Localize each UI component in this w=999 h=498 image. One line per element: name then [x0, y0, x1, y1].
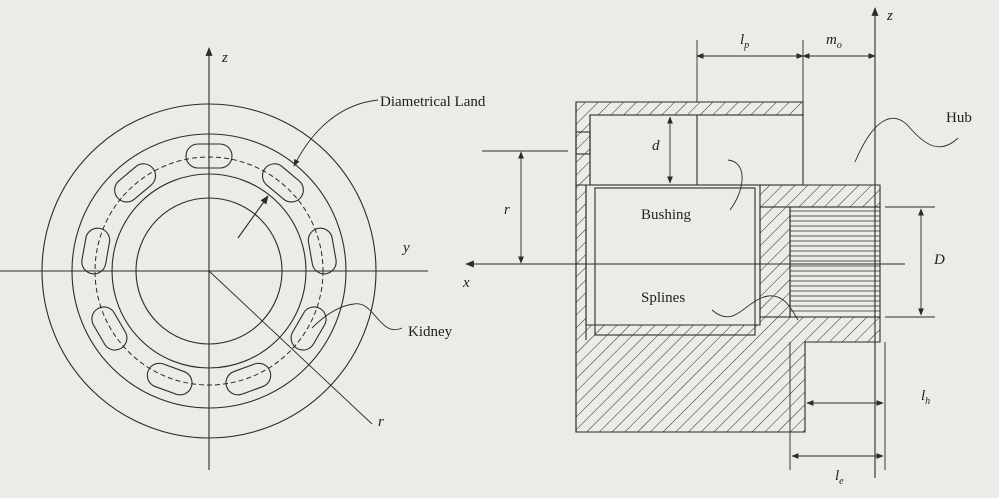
cylinder-block-section	[575, 101, 881, 433]
z-label-left: z	[221, 50, 228, 66]
dim-r-label: r	[504, 202, 510, 218]
splines-label: Splines	[641, 290, 685, 306]
bore-cavity	[594, 187, 756, 336]
kidney-port	[114, 163, 157, 203]
kidney-port	[307, 227, 337, 275]
inner-bore	[135, 197, 283, 345]
kidney-label: Kidney	[408, 324, 453, 340]
dim-lp-label: lp	[740, 32, 749, 51]
hub-label: Hub	[946, 110, 972, 126]
dim-D-label: D	[933, 252, 945, 268]
dim-d-label: d	[652, 138, 660, 154]
section-view: lp mo z Hub d r Bushing x Splines D lh l…	[462, 7, 972, 487]
bushing-leader	[727, 159, 743, 211]
r-label-left: r	[378, 414, 384, 430]
dim-lh-label: lh	[921, 388, 930, 407]
kidney-ports	[81, 143, 337, 396]
kidney-port	[146, 362, 193, 396]
bushing-label: Bushing	[641, 207, 692, 223]
kidney-port	[225, 362, 272, 396]
ring-2	[71, 133, 347, 409]
r-leader	[208, 270, 373, 425]
diametrical-land-label: Diametrical Land	[380, 94, 486, 110]
kidney-port	[81, 227, 111, 275]
land-leader	[293, 99, 379, 167]
dim-le-label: le	[835, 468, 844, 487]
kidney-port	[290, 306, 327, 351]
outer-ring	[41, 103, 377, 439]
x-label: x	[462, 275, 470, 291]
spline-bore	[759, 206, 881, 318]
kidney-port	[91, 306, 128, 351]
z-label-right: z	[886, 8, 893, 24]
end-view: z y Diametrical Land Kidney r	[0, 47, 486, 470]
hub-leader	[854, 118, 959, 163]
dim-mo-label: mo	[826, 32, 842, 51]
spline-teeth	[790, 210, 880, 312]
radius-arrow	[237, 195, 269, 239]
ring-3	[111, 173, 307, 369]
kidney-port	[261, 163, 304, 203]
kidney-port	[185, 143, 233, 169]
y-label: y	[401, 240, 410, 256]
splines-leader	[711, 295, 799, 321]
kidney-leader	[311, 303, 403, 331]
pitch-circle	[94, 156, 324, 386]
